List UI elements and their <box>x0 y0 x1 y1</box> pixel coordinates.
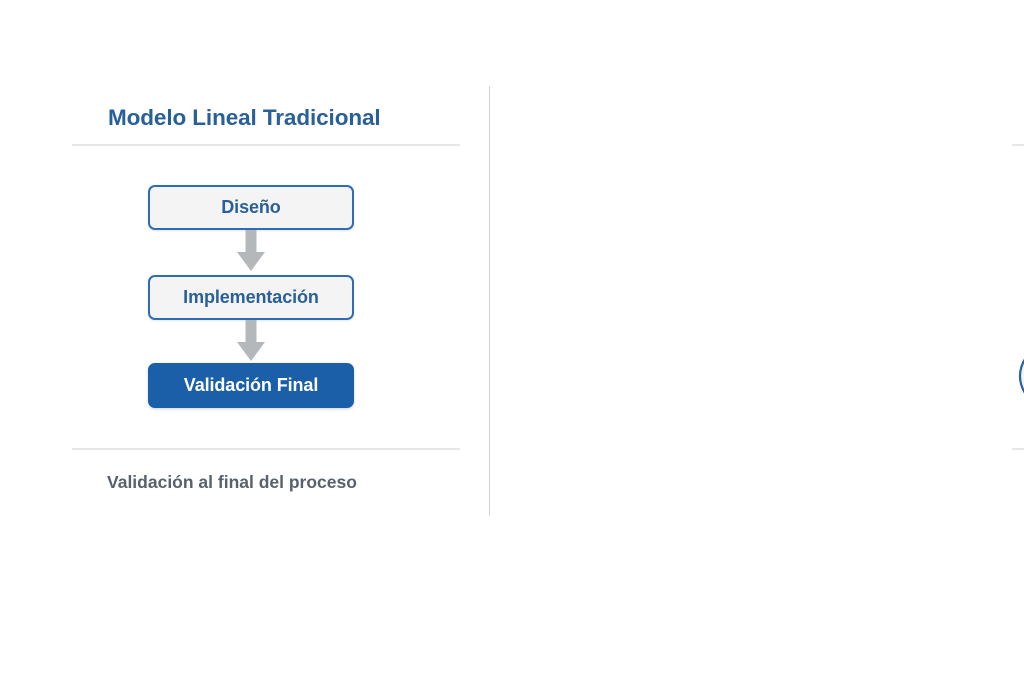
flow-step-implementacion[interactable]: Implementación <box>148 275 354 320</box>
left-panel-title: Modelo Lineal Tradicional <box>108 105 381 130</box>
flow-step-label: Validación Final <box>183 375 319 395</box>
panel-linear-model: Modelo Lineal Tradicional Diseño Impleme… <box>0 0 489 683</box>
cycle-svg <box>1018 326 1024 426</box>
cycle-node-arquitectura[interactable] <box>1018 326 1024 426</box>
flow-step-validacion-final[interactable]: Validación Final <box>148 363 354 408</box>
flow-step-label: Implementación <box>183 287 319 307</box>
left-caption-rule <box>72 448 460 450</box>
left-panel-caption: Validación al final del proceso <box>107 472 357 492</box>
arrow-down-icon-1 <box>233 230 269 272</box>
left-title-rule <box>72 144 460 146</box>
panel-divider <box>489 86 490 516</box>
right-caption-rule <box>1012 448 1024 450</box>
right-title-rule <box>1012 144 1024 146</box>
panel-validation-driven-architecture: Arquitectura Guiada por Validación <box>490 0 1024 683</box>
flow-step-label: Diseño <box>221 197 281 217</box>
flow-step-diseno[interactable]: Diseño <box>148 185 354 230</box>
arrow-down-icon-2 <box>233 320 269 362</box>
cycle-diagram: Requisitos Arquitectura Estrategia de Va… <box>980 160 1024 450</box>
